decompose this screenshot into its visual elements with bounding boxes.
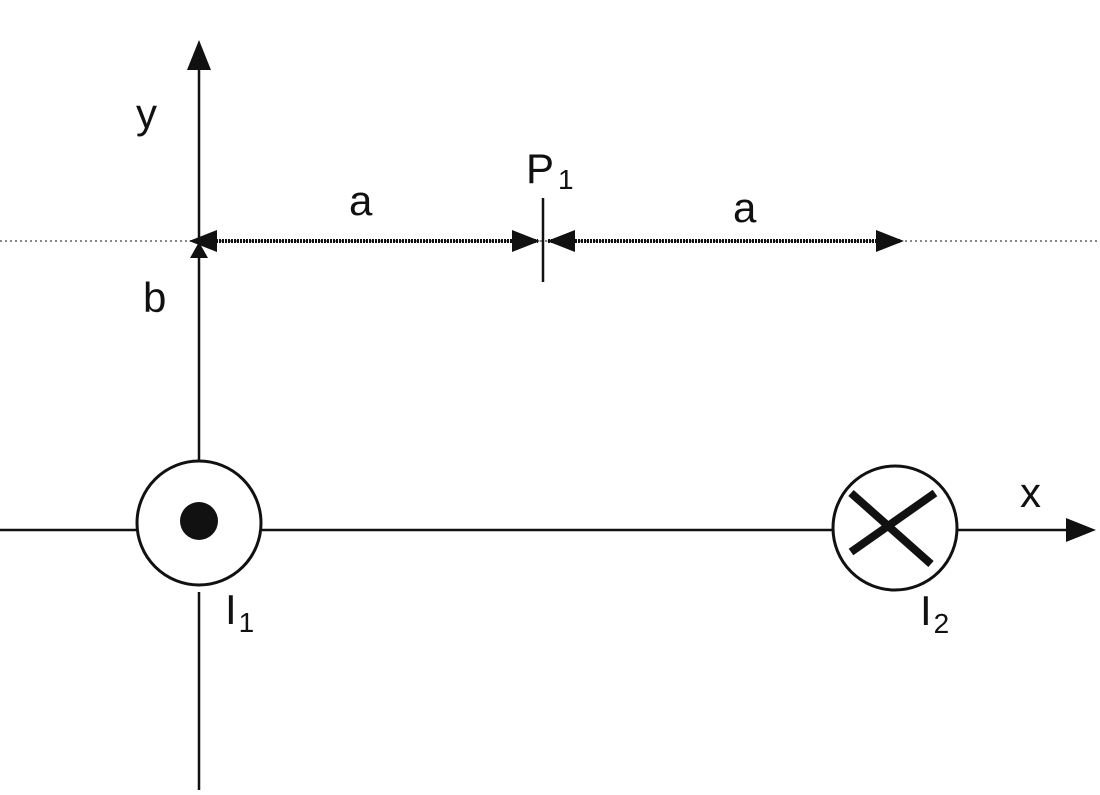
left-span-arrow-start — [189, 230, 217, 252]
left-span-arrow-end — [512, 230, 540, 252]
right-span-arrow-end — [876, 230, 904, 252]
y-axis-label: y — [136, 90, 157, 137]
left-span-label: a — [349, 177, 373, 224]
right-span-label: a — [733, 184, 757, 231]
right-span-arrow-start — [547, 230, 575, 252]
current-i2-symbol — [831, 464, 959, 592]
current-i2-letter: I — [920, 587, 932, 634]
current-i1-dot — [180, 502, 218, 540]
current-i1-letter: I — [225, 586, 237, 633]
point-p1-subscript: 1 — [558, 164, 574, 195]
current-i1-subscript: 1 — [239, 607, 255, 638]
current-i1-symbol — [135, 459, 263, 587]
x-axis-label: x — [1020, 469, 1041, 516]
current-i2-subscript: 2 — [934, 608, 950, 639]
b-dimension-arrow — [190, 242, 208, 258]
b-dimension-label: b — [143, 274, 166, 321]
point-p1-letter: P — [526, 145, 554, 192]
current-i2-cross-b — [848, 489, 938, 556]
x-axis-arrow — [1066, 518, 1096, 542]
y-axis-arrow — [187, 40, 211, 70]
current-i1-label: I1 — [225, 586, 254, 638]
current-i2-label: I2 — [920, 587, 949, 639]
